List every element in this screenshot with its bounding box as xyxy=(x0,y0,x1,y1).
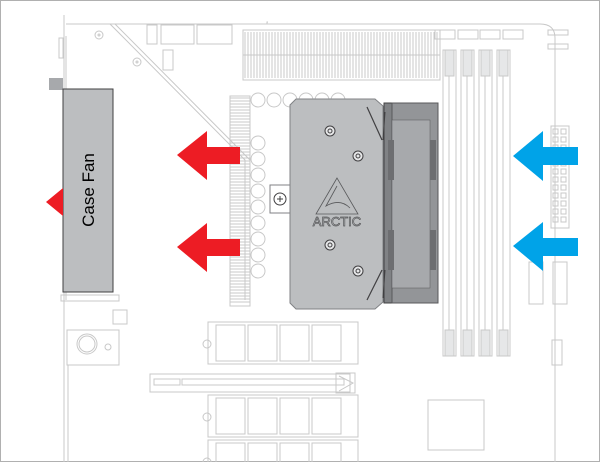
case-fan: Case Fan xyxy=(60,88,120,302)
cpu-cooler: ARCTIC xyxy=(269,98,439,310)
exhaust-arrow-lower xyxy=(177,223,240,272)
top-connectors xyxy=(146,24,233,71)
cooler-fan xyxy=(366,102,439,304)
m2-slots xyxy=(202,321,359,462)
arctic-logo xyxy=(315,177,359,215)
rear-io xyxy=(49,37,64,90)
intake-arrow-lower xyxy=(513,222,578,271)
pcie-slot xyxy=(149,372,356,394)
intake-arrows xyxy=(513,131,578,271)
chipset xyxy=(427,399,485,451)
intake-arrow-upper xyxy=(513,131,578,181)
vrm-heatsink xyxy=(242,29,441,81)
fan-headers xyxy=(434,29,569,50)
ram-slots xyxy=(442,49,511,357)
exhaust-arrow-case-fan xyxy=(46,188,63,216)
cooler-brand: ARCTIC xyxy=(313,214,361,229)
io-block xyxy=(66,309,128,462)
exhaust-arrow-upper xyxy=(177,131,240,180)
exhaust-arrows xyxy=(46,131,240,272)
mount-holes xyxy=(94,30,142,67)
cooler-screws xyxy=(324,125,364,277)
case-fan-label: Case Fan xyxy=(79,153,98,227)
